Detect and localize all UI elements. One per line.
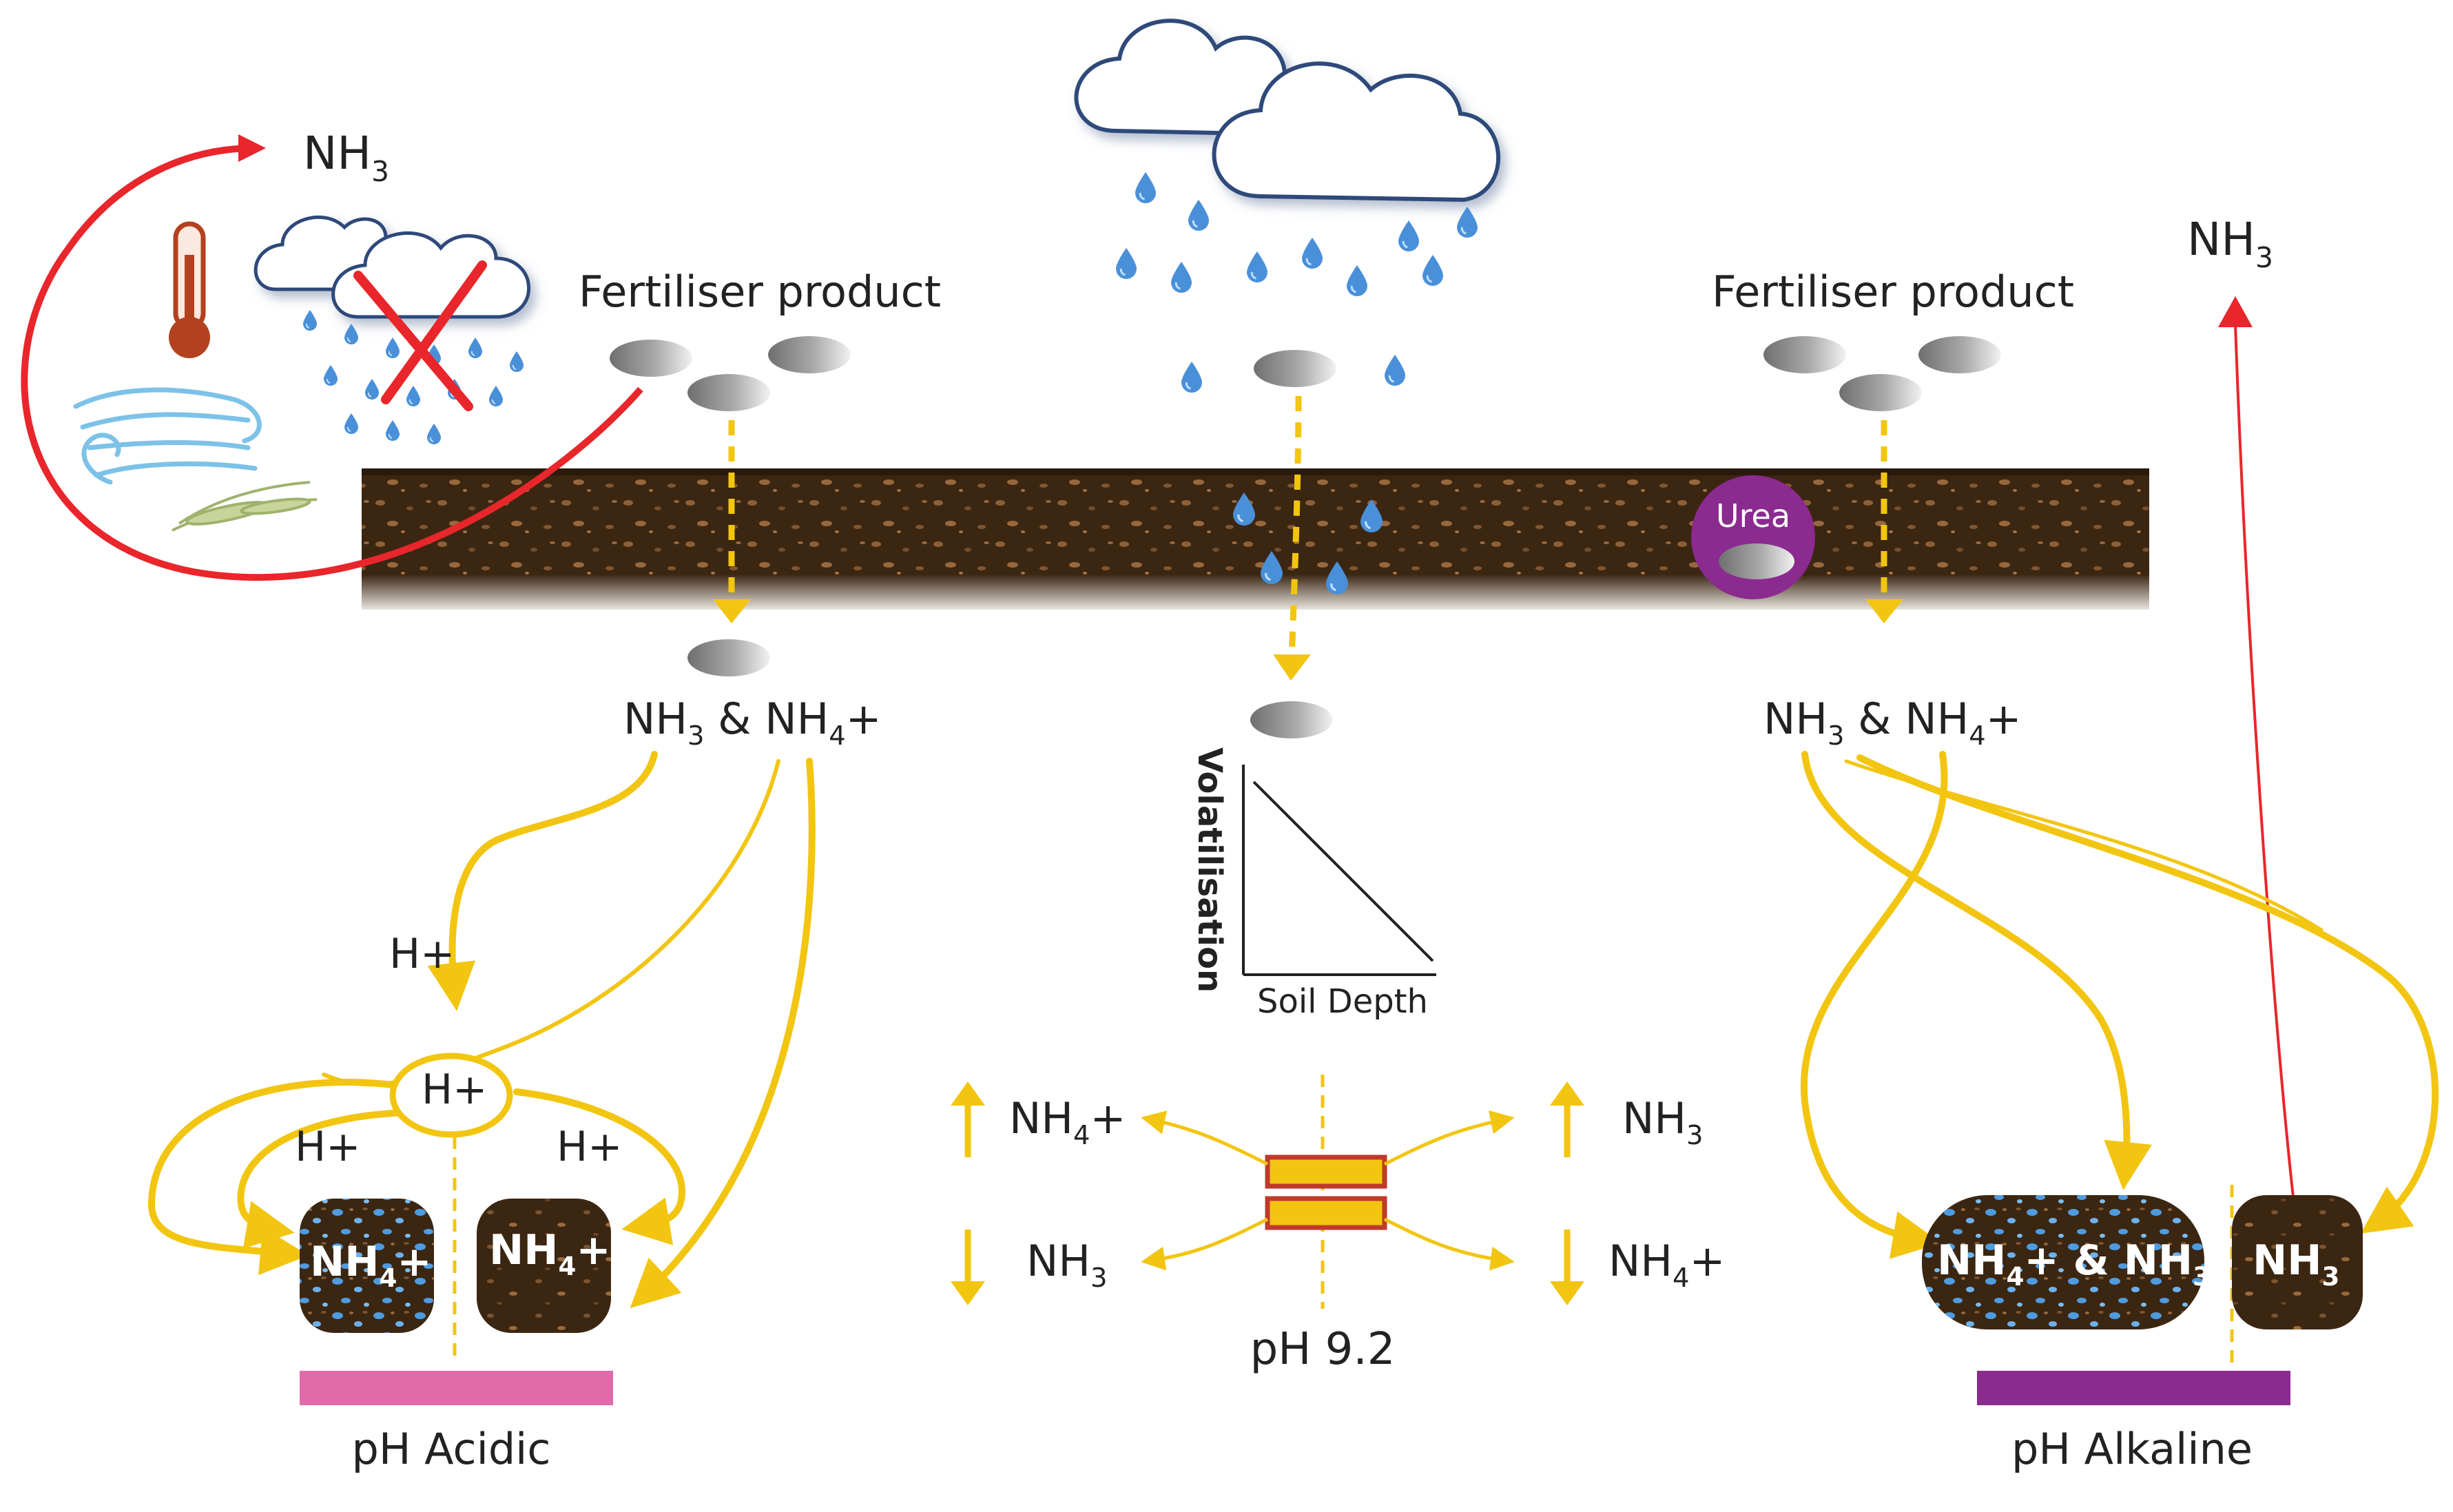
mix-right-label: NH3 & NH4+ bbox=[1763, 694, 2022, 752]
svg-text:NH4+: NH4+ bbox=[310, 1238, 432, 1293]
granule-icon bbox=[687, 639, 770, 676]
soil-layer bbox=[362, 468, 2149, 610]
cross-icon bbox=[353, 260, 487, 411]
h-plus-top-label: H+ bbox=[389, 930, 455, 978]
mix-left-label: NH3 & NH4+ bbox=[623, 694, 882, 752]
eq-up-left-label: NH4+ bbox=[1009, 1093, 1126, 1151]
nh4-box-left-2: NH4+ bbox=[477, 1199, 611, 1333]
granule-icon-right-group bbox=[1763, 336, 2001, 411]
h-plus-right-label: H+ bbox=[557, 1123, 622, 1171]
svg-text:NH3: NH3 bbox=[2253, 1236, 2339, 1292]
equilibrium-arrows bbox=[1141, 1110, 1515, 1271]
rain-cloud-icon-large bbox=[1074, 19, 1500, 393]
granule-icon-left-group bbox=[610, 336, 851, 411]
eq-up-right-label: NH3 bbox=[1622, 1093, 1703, 1151]
ph-center-label: pH 9.2 bbox=[1250, 1324, 1396, 1375]
nh4-box-left-1: NH4+ bbox=[300, 1199, 434, 1333]
ph-alkaline-label: pH Alkaline bbox=[2011, 1424, 2253, 1474]
yellow-arrow-head-left bbox=[713, 599, 751, 623]
eq-down-left-label: NH3 bbox=[1026, 1236, 1107, 1294]
rain-cloud-icon-small bbox=[253, 215, 531, 444]
ph-alkaline-bar bbox=[1977, 1371, 2290, 1405]
h-plus-left-label: H+ bbox=[295, 1123, 360, 1171]
urea-label: Urea bbox=[1716, 497, 1790, 535]
plant-residue-icon bbox=[172, 481, 318, 532]
granule-icon bbox=[1250, 701, 1333, 738]
yellow-flow-arrows-right bbox=[1800, 751, 2439, 1259]
urea-badge: Urea bbox=[1691, 475, 1815, 599]
equilibrium-icon bbox=[1265, 1154, 1387, 1230]
svg-text:NH4+ & NH3: NH4+ & NH3 bbox=[1937, 1236, 2211, 1292]
red-volatilisation-loop-arrow bbox=[21, 134, 643, 581]
yellow-arrow-head-right bbox=[1865, 599, 1903, 623]
wind-icon bbox=[73, 387, 262, 485]
yellow-flow-arrows-left bbox=[147, 751, 816, 1309]
volatilisation-depth-chart: Volatilisation Soil Depth bbox=[1190, 747, 1436, 1021]
volatilisation-axis-label: Volatilisation bbox=[1190, 747, 1229, 993]
h-plus-center-label: H+ bbox=[422, 1066, 487, 1114]
up-down-arrows bbox=[951, 1081, 1584, 1305]
ph-acidic-label: pH Acidic bbox=[352, 1424, 551, 1474]
thermometer-icon bbox=[169, 221, 210, 358]
yellow-dashed-arrow-center bbox=[1288, 395, 1302, 662]
fertiliser-left-label: Fertiliser product bbox=[579, 267, 941, 317]
granule-icon bbox=[1254, 350, 1336, 387]
red-arrow-head bbox=[2218, 296, 2253, 327]
red-emission-arrow bbox=[2234, 323, 2299, 1234]
svg-text:NH4+: NH4+ bbox=[489, 1226, 611, 1281]
nh3-box-right: NH3 bbox=[2232, 1195, 2363, 1329]
nh3-top-left-label: NH3 bbox=[303, 127, 389, 188]
yellow-arrow-head-center bbox=[1273, 654, 1311, 681]
ph-acidic-bar bbox=[300, 1371, 613, 1405]
fertiliser-right-label: Fertiliser product bbox=[1712, 267, 2074, 317]
h-plus-ring bbox=[389, 1053, 513, 1138]
eq-down-right-label: NH4+ bbox=[1608, 1236, 1725, 1294]
soil-depth-axis-label: Soil Depth bbox=[1257, 982, 1428, 1021]
nh3-top-right-label: NH3 bbox=[2187, 213, 2273, 274]
nh4-nh3-box-right: NH4+ & NH3 bbox=[1922, 1195, 2211, 1329]
